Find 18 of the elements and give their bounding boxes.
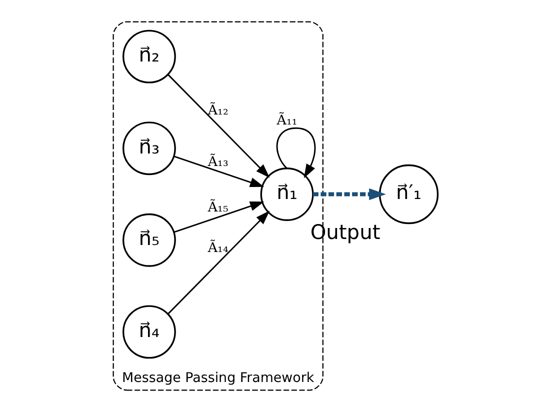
edge-label: Ã₁₃ (208, 154, 228, 170)
node-circle: n⃗₄ (122, 305, 176, 359)
node-label: Output (310, 220, 380, 244)
arrow (168, 210, 270, 314)
arrow (168, 74, 270, 178)
edge-label: Ã₁₄ (208, 241, 228, 256)
edge-label: Ã₁₅ (208, 200, 228, 216)
node-circle: n⃗₃ (122, 122, 176, 176)
node-circle: n⃗₁ (260, 168, 314, 221)
edge-label: Ã₁₁ (276, 113, 298, 128)
node-circle: n⃗′₁ (378, 164, 439, 224)
arrow (174, 156, 264, 188)
edge-label: Ã₁₂ (208, 103, 228, 118)
arrow (174, 201, 264, 233)
node-circle: n⃗₂ (122, 30, 176, 84)
node-circle: n⃗₅ (122, 213, 176, 267)
arrow (312, 188, 386, 200)
arrow (276, 127, 316, 178)
